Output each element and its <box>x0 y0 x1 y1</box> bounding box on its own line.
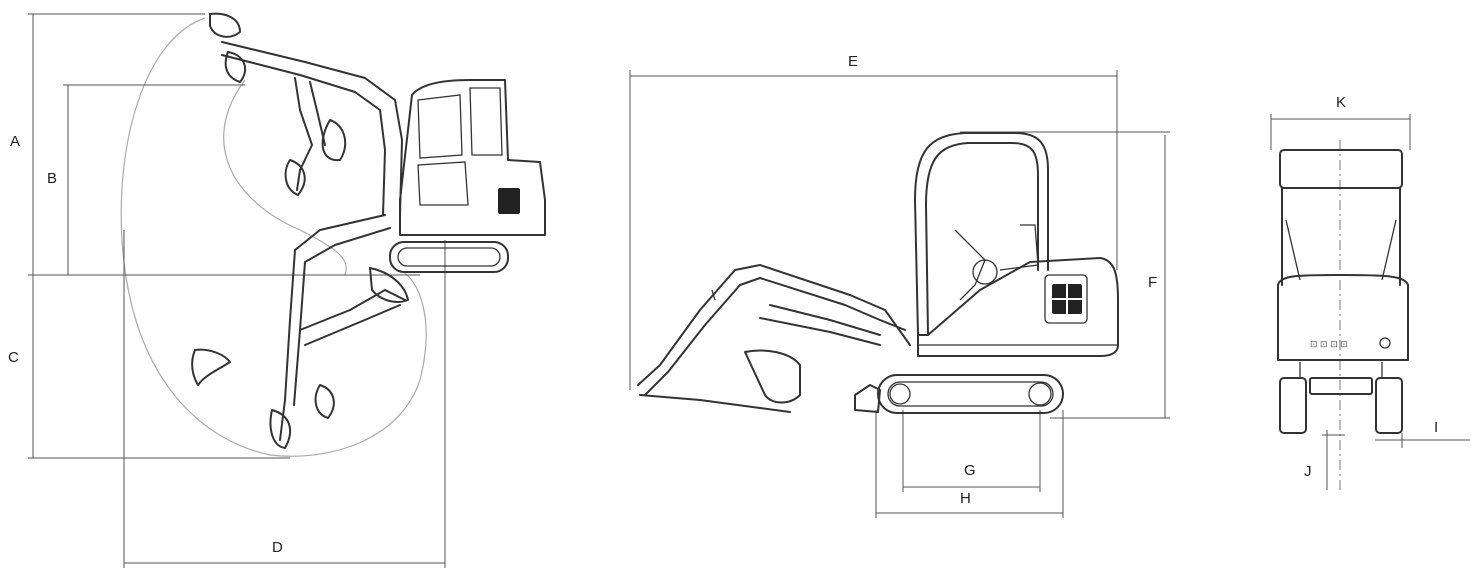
dim-label-a: A <box>10 133 20 150</box>
dim-label-h: H <box>960 490 971 507</box>
operator-seat <box>999 224 1039 271</box>
canopy <box>914 132 1049 336</box>
front-view: K ⊡ ⊡ ⊡ ⊡ I J <box>1270 94 1470 490</box>
inner-reach-arc <box>223 79 347 276</box>
body-front: ⊡ ⊡ ⊡ ⊡ <box>1277 274 1409 361</box>
dim-label-e: E <box>848 53 858 70</box>
dim-label-k: K <box>1336 94 1346 111</box>
dim-label-i: I <box>1434 419 1438 436</box>
dim-label-j: J <box>1304 463 1312 480</box>
dim-label-d: D <box>272 539 283 556</box>
raised-boom-arm <box>209 12 403 216</box>
lowered-boom-arm <box>191 214 409 449</box>
svg-text:⊡ ⊡ ⊡ ⊡: ⊡ ⊡ ⊡ ⊡ <box>1310 339 1348 349</box>
dim-label-c: C <box>8 349 19 366</box>
dim-label-g: G <box>964 462 976 479</box>
tracks-front <box>1279 362 1403 434</box>
dim-label-f: F <box>1148 274 1157 291</box>
dim-label-b: B <box>47 170 57 187</box>
reach-envelope-arc <box>120 17 427 457</box>
boom-arm-extended <box>637 264 911 413</box>
excavator-body-side <box>917 257 1119 357</box>
excavator-body-left <box>389 79 546 273</box>
side-view: E F G H <box>629 53 1170 518</box>
track-side <box>854 374 1064 414</box>
canopy-front <box>1279 149 1403 286</box>
working-range-view: A B C D <box>8 12 546 568</box>
